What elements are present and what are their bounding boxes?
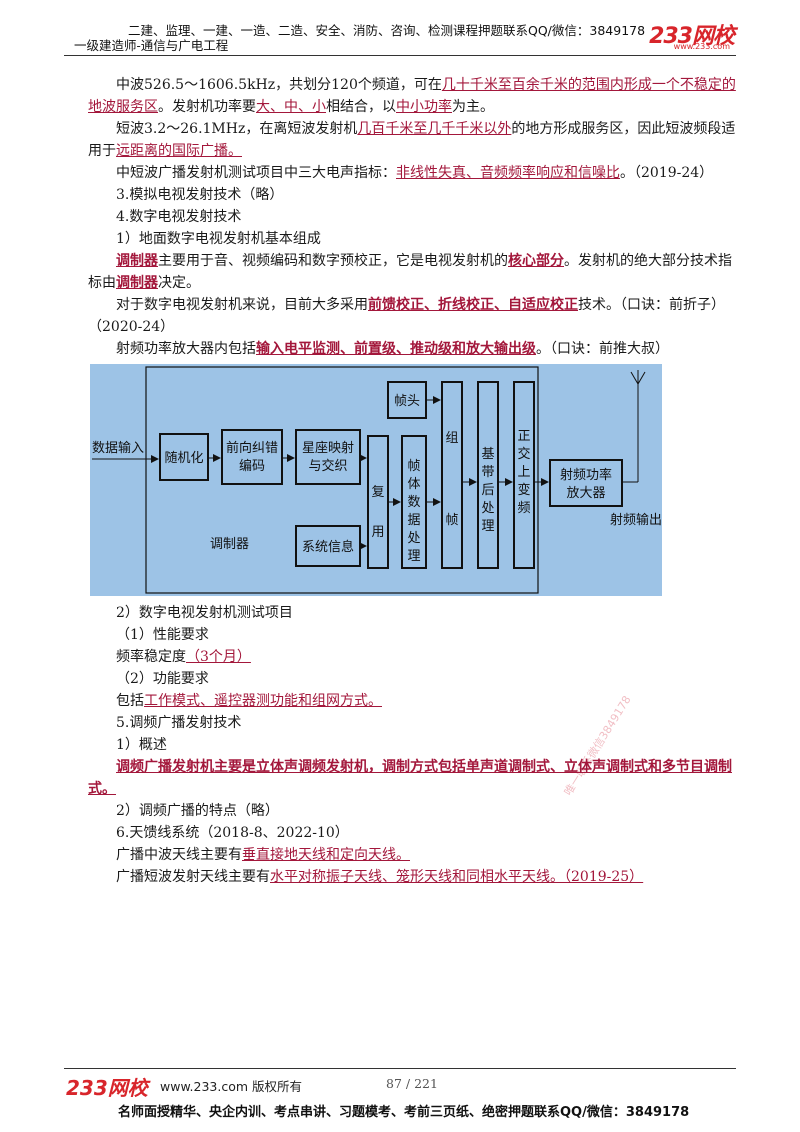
line-sw-antenna: 广播短波发射天线主要有水平对称振子天线、笼形天线和同相水平天线。（2019-25…	[116, 869, 644, 885]
block-rf-amplifier	[549, 459, 623, 507]
header-subtitle: 一级建造师-通信与广电工程	[74, 38, 229, 53]
block-fec	[221, 429, 283, 485]
svg-text:组: 组	[445, 431, 458, 446]
paragraph-test-indicators: 中短波广播发射机测试项目中三大电声指标：非线性失真、音频频率响应和信噪比。（20…	[116, 165, 714, 181]
paragraph-medium-wave: 中波526.5～1606.5kHz，共划分120个频道，可在几十千米至百余千米的…	[88, 77, 736, 115]
heading-function: （2）功能要求	[116, 671, 209, 687]
block-constellation	[295, 429, 361, 485]
heading-ground-digital: 1）地面数字电视发射机基本组成	[116, 231, 321, 247]
block-randomize-label: 随机化	[164, 451, 203, 466]
svg-text:用: 用	[371, 525, 384, 540]
rf-output-label: 射频输出	[610, 512, 662, 528]
line-mw-antenna: 广播中波天线主要有垂直接地天线和定向天线。	[116, 847, 410, 863]
heading-overview: 1）概述	[116, 737, 167, 753]
data-input-label: 数据输入	[92, 440, 144, 456]
paragraph-correction: 对于数字电视发射机来说，目前大多采用前馈校正、折线校正、自适应校正技术。（口诀：…	[88, 297, 725, 335]
svg-text:处: 处	[481, 501, 494, 516]
block-group-frame	[441, 381, 463, 569]
block-system-info	[295, 525, 361, 567]
footer-site: www.233.com 版权所有	[160, 1079, 302, 1094]
heading-performance: （1）性能要求	[116, 627, 209, 643]
paragraph-fm-modulation: 调频广播发射机主要是立体声调频发射机，调制方式包括单声道调制式、立体声调制式和多…	[88, 759, 732, 797]
svg-text:据: 据	[407, 513, 420, 528]
svg-text:体: 体	[407, 477, 420, 492]
svg-text:数: 数	[407, 495, 420, 510]
block-rf-amplifier-label-1: 射频功率	[560, 467, 612, 483]
heading-fm: 5.调频广播发射技术	[116, 715, 242, 731]
svg-text:理: 理	[481, 519, 494, 534]
svg-text:变: 变	[517, 482, 530, 498]
paragraph-short-wave: 短波3.2～26.1MHz，在离短波发射机几百千米至几千千米以外的地方形成服务区…	[88, 121, 736, 159]
svg-text:后: 后	[481, 483, 494, 498]
header-contact-line: 二建、监理、一建、一造、二造、安全、消防、咨询、检测课程押题联系QQ/微信：38…	[128, 23, 646, 38]
footer-divider	[64, 1068, 736, 1069]
block-rf-amplifier-label-2: 放大器	[566, 486, 605, 501]
modulator-label: 调制器	[210, 537, 249, 552]
block-system-info-label: 系统信息	[302, 539, 354, 555]
brand-logo-url: www.233.com	[673, 42, 730, 51]
modulator-frame	[145, 366, 539, 594]
line-function-items: 包括工作模式、遥控器测功能和组网方式。	[116, 693, 382, 709]
heading-digital-test: 2）数字电视发射机测试项目	[116, 605, 293, 621]
heading-antenna: 6.天馈线系统（2018-8、2022-10）	[116, 825, 349, 841]
brand-logo: 233网校	[649, 24, 735, 49]
footer-logo: 233网校	[66, 1076, 148, 1100]
heading-fm-features: 2）调频广播的特点（略）	[116, 803, 279, 819]
svg-text:频: 频	[517, 501, 530, 516]
block-frame-head	[387, 381, 427, 419]
block-fec-label-2: 编码	[239, 459, 265, 474]
heading-digital-tv: 4.数字电视发射技术	[116, 209, 242, 225]
svg-text:基: 基	[481, 447, 494, 462]
svg-text:帧: 帧	[407, 459, 420, 474]
footer-contact-line: 名师面授精华、央企内训、考点串讲、习题模考、考前三页纸、绝密押题联系QQ/微信：…	[118, 1105, 690, 1120]
svg-text:理: 理	[407, 549, 420, 564]
paragraph-rf-amplifier: 射频功率放大器内包括输入电平监测、前置级、推动级和放大输出级。（口诀：前推大叔）	[116, 341, 669, 357]
document-body: 中波526.5～1606.5kHz，共划分120个频道，可在几十千米至百余千米的…	[88, 74, 744, 888]
header-divider	[64, 55, 736, 56]
svg-text:处: 处	[407, 531, 420, 546]
svg-text:正: 正	[517, 429, 530, 444]
block-frame-head-label: 帧头	[394, 394, 420, 409]
block-fec-label-1: 前向纠错	[226, 440, 278, 456]
block-constellation-label-2: 与交织	[308, 458, 347, 474]
heading-analog-tv: 3.模拟电视发射技术（略）	[116, 187, 284, 203]
transmitter-block-diagram: 数据输入 随机化 前向纠错 编码 星座映射 与交织 系统信息 复 用	[90, 364, 662, 596]
block-baseband	[477, 381, 499, 569]
block-ofdm	[513, 381, 535, 569]
svg-text:复: 复	[371, 485, 384, 500]
block-randomize	[159, 433, 209, 481]
svg-text:交: 交	[517, 446, 530, 462]
page-number: 87 / 221	[386, 1076, 438, 1091]
line-frequency-stability: 频率稳定度（3个月）	[116, 649, 251, 665]
block-mux	[367, 435, 389, 569]
svg-text:帧: 帧	[445, 513, 458, 528]
svg-text:上: 上	[517, 465, 530, 480]
block-constellation-label-1: 星座映射	[302, 440, 354, 456]
svg-text:带: 带	[481, 465, 494, 480]
paragraph-modulator: 调制器主要用于音、视频编码和数字预校正，它是电视发射机的核心部分。发射机的绝大部…	[88, 253, 732, 291]
